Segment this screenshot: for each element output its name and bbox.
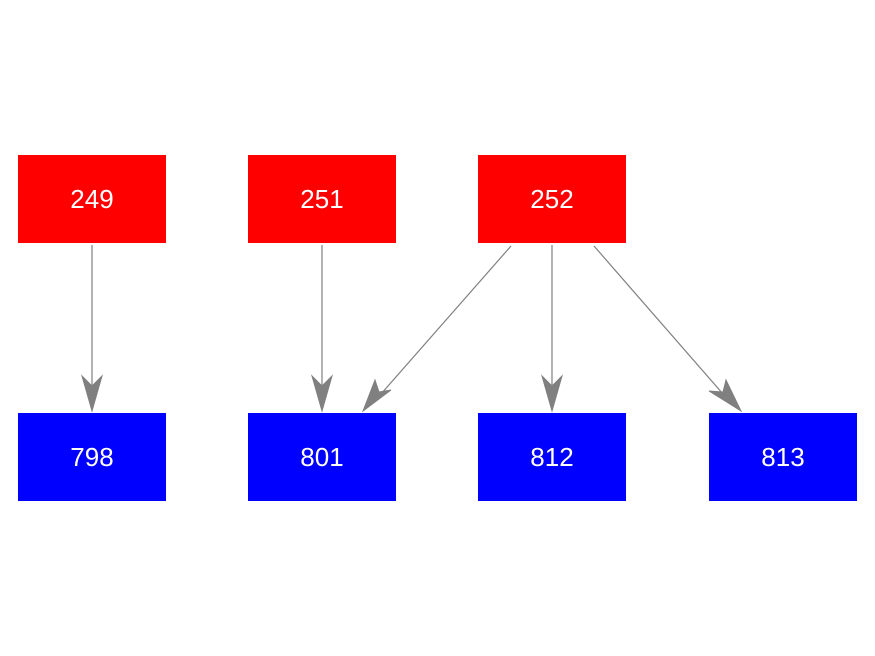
edge-252-801 <box>380 245 512 395</box>
arrowhead-813 <box>708 378 743 413</box>
target-node-798: 798 <box>18 413 166 501</box>
target-node-812: 812 <box>478 413 626 501</box>
source-node-249: 249 <box>18 155 166 243</box>
target-node-813: 813 <box>709 413 857 501</box>
source-node-252: 252 <box>478 155 626 243</box>
edge-252-813 <box>593 245 724 395</box>
arrowhead-798 <box>80 374 104 413</box>
target-node-801: 801 <box>248 413 396 501</box>
source-node-251: 251 <box>248 155 396 243</box>
arrowhead-801-b <box>361 378 392 413</box>
arrowhead-801-a <box>310 374 334 413</box>
arrowhead-812 <box>540 374 564 413</box>
